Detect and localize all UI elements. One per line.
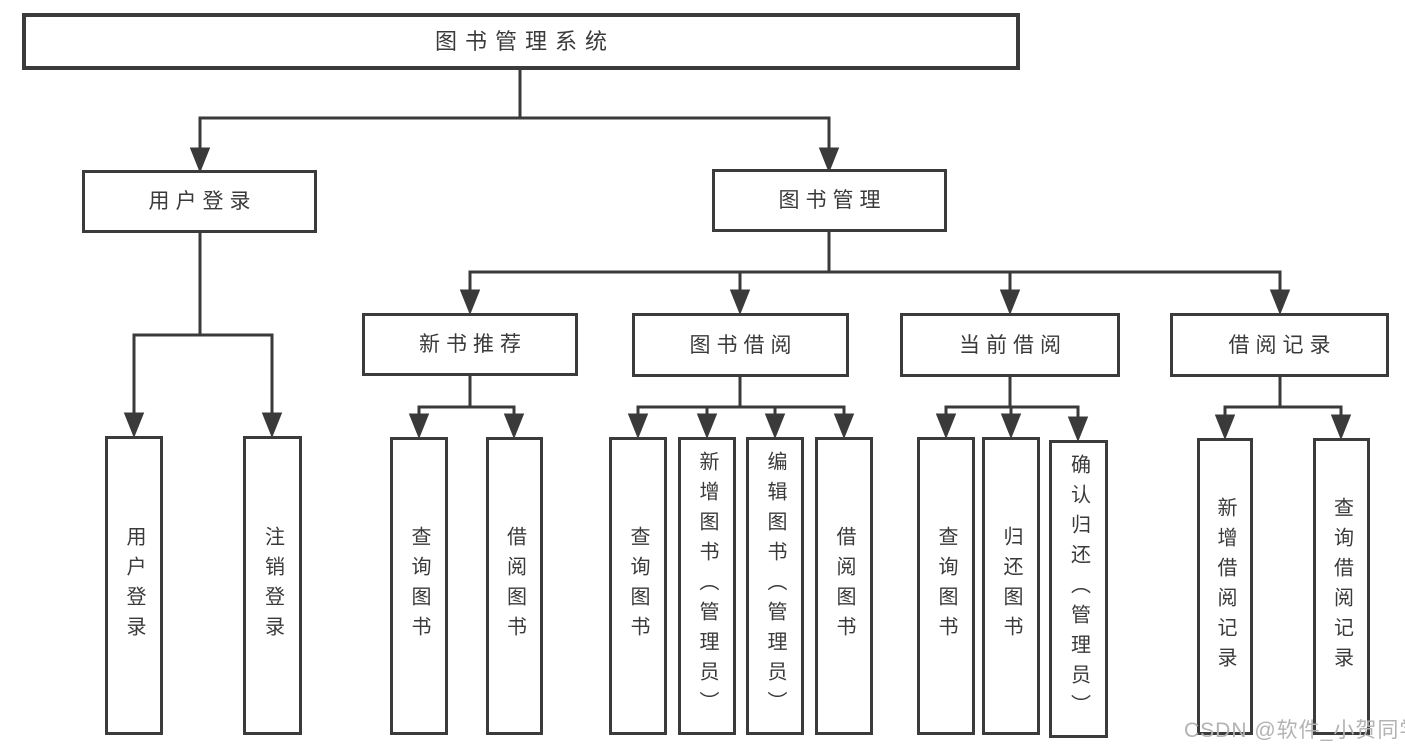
connector-book-mgmt-children [459, 232, 1291, 316]
node-label: 借阅图书 [833, 526, 855, 646]
node-label: 确认归还（管理员） [1067, 454, 1090, 724]
arrowhead-icon [696, 413, 718, 440]
arrowhead-icon [999, 289, 1021, 316]
node-user-login: 用户登录 [82, 170, 317, 233]
arrowhead-icon [764, 413, 786, 440]
arrowhead-icon [729, 289, 751, 316]
node-label: 借阅图书 [503, 526, 526, 646]
arrowhead-icon [408, 413, 430, 440]
arrowhead-icon [189, 147, 211, 174]
node-borrowing-records: 借阅记录 [1170, 313, 1389, 377]
node-current-borrowing: 当前借阅 [900, 313, 1120, 377]
node-label: 用户登录 [123, 525, 145, 646]
node-label: 图书管理 [778, 189, 887, 212]
arrowhead-icon [1067, 416, 1089, 443]
connector-borrow-record-children [1214, 377, 1352, 441]
node-label: 查询图书 [935, 526, 957, 646]
arrowhead-icon [503, 413, 525, 440]
node-label: 新书推荐 [419, 333, 527, 356]
node-label: 编辑图书（管理员） [764, 451, 786, 721]
node-label: 图书借阅 [689, 333, 798, 357]
node-label: 查询借阅记录 [1330, 496, 1353, 677]
node-leaf-cb-return-books: 归还图书 [982, 437, 1040, 735]
connector-book-borrow-children [627, 377, 855, 440]
arrowhead-icon [1000, 413, 1022, 440]
node-new-book-recommend: 新书推荐 [362, 313, 578, 376]
node-leaf-user-login: 用户登录 [105, 436, 163, 735]
node-book-borrowing: 图书借阅 [632, 313, 849, 377]
node-label: 借阅记录 [1228, 333, 1337, 357]
arrowhead-icon [833, 413, 855, 440]
node-label: 查询图书 [627, 526, 649, 646]
node-root-system: 图书管理系统 [22, 13, 1020, 70]
node-label: 注销登录 [261, 525, 284, 646]
connector-current-borrow-children [935, 377, 1089, 443]
arrowhead-icon [818, 147, 840, 174]
connector-root-to-level2 [189, 70, 840, 174]
arrowhead-icon [935, 413, 957, 440]
node-leaf-br-query-record: 查询借阅记录 [1313, 438, 1370, 735]
arrowhead-icon [123, 412, 145, 439]
arrowhead-icon [1269, 289, 1291, 316]
connector-user-login-children [123, 233, 283, 439]
connector-new-book-children [408, 376, 525, 440]
node-label: 图书管理系统 [434, 28, 615, 54]
csdn-watermark: CSDN @软件_小贺同学 [1184, 719, 1405, 742]
node-label: 当前借阅 [959, 333, 1067, 357]
node-label: 归还图书 [1000, 526, 1022, 646]
arrowhead-icon [459, 289, 481, 316]
node-label: 新增借阅记录 [1214, 496, 1236, 677]
node-leaf-cb-confirm-return-admin: 确认归还（管理员） [1049, 440, 1108, 738]
arrowhead-icon [261, 412, 283, 439]
node-leaf-logout: 注销登录 [243, 436, 302, 735]
node-leaf-cb-query-books: 查询图书 [917, 437, 975, 735]
node-leaf-nb-borrow-books: 借阅图书 [486, 437, 543, 735]
node-leaf-bb-borrow-books: 借阅图书 [815, 437, 873, 735]
node-leaf-bb-query-books: 查询图书 [609, 437, 667, 735]
node-book-management: 图书管理 [712, 169, 947, 232]
node-label: 查询图书 [408, 526, 430, 646]
arrowhead-icon [627, 413, 649, 440]
node-label: 用户登录 [148, 190, 257, 213]
node-leaf-bb-edit-books-admin: 编辑图书（管理员） [746, 437, 804, 735]
node-leaf-br-add-record: 新增借阅记录 [1197, 438, 1253, 735]
arrowhead-icon [1214, 414, 1236, 441]
arrowhead-icon [1330, 414, 1352, 441]
node-label: 新增图书（管理员） [696, 451, 718, 721]
node-leaf-nb-query-books: 查询图书 [390, 437, 448, 735]
node-leaf-bb-add-books-admin: 新增图书（管理员） [678, 437, 736, 735]
